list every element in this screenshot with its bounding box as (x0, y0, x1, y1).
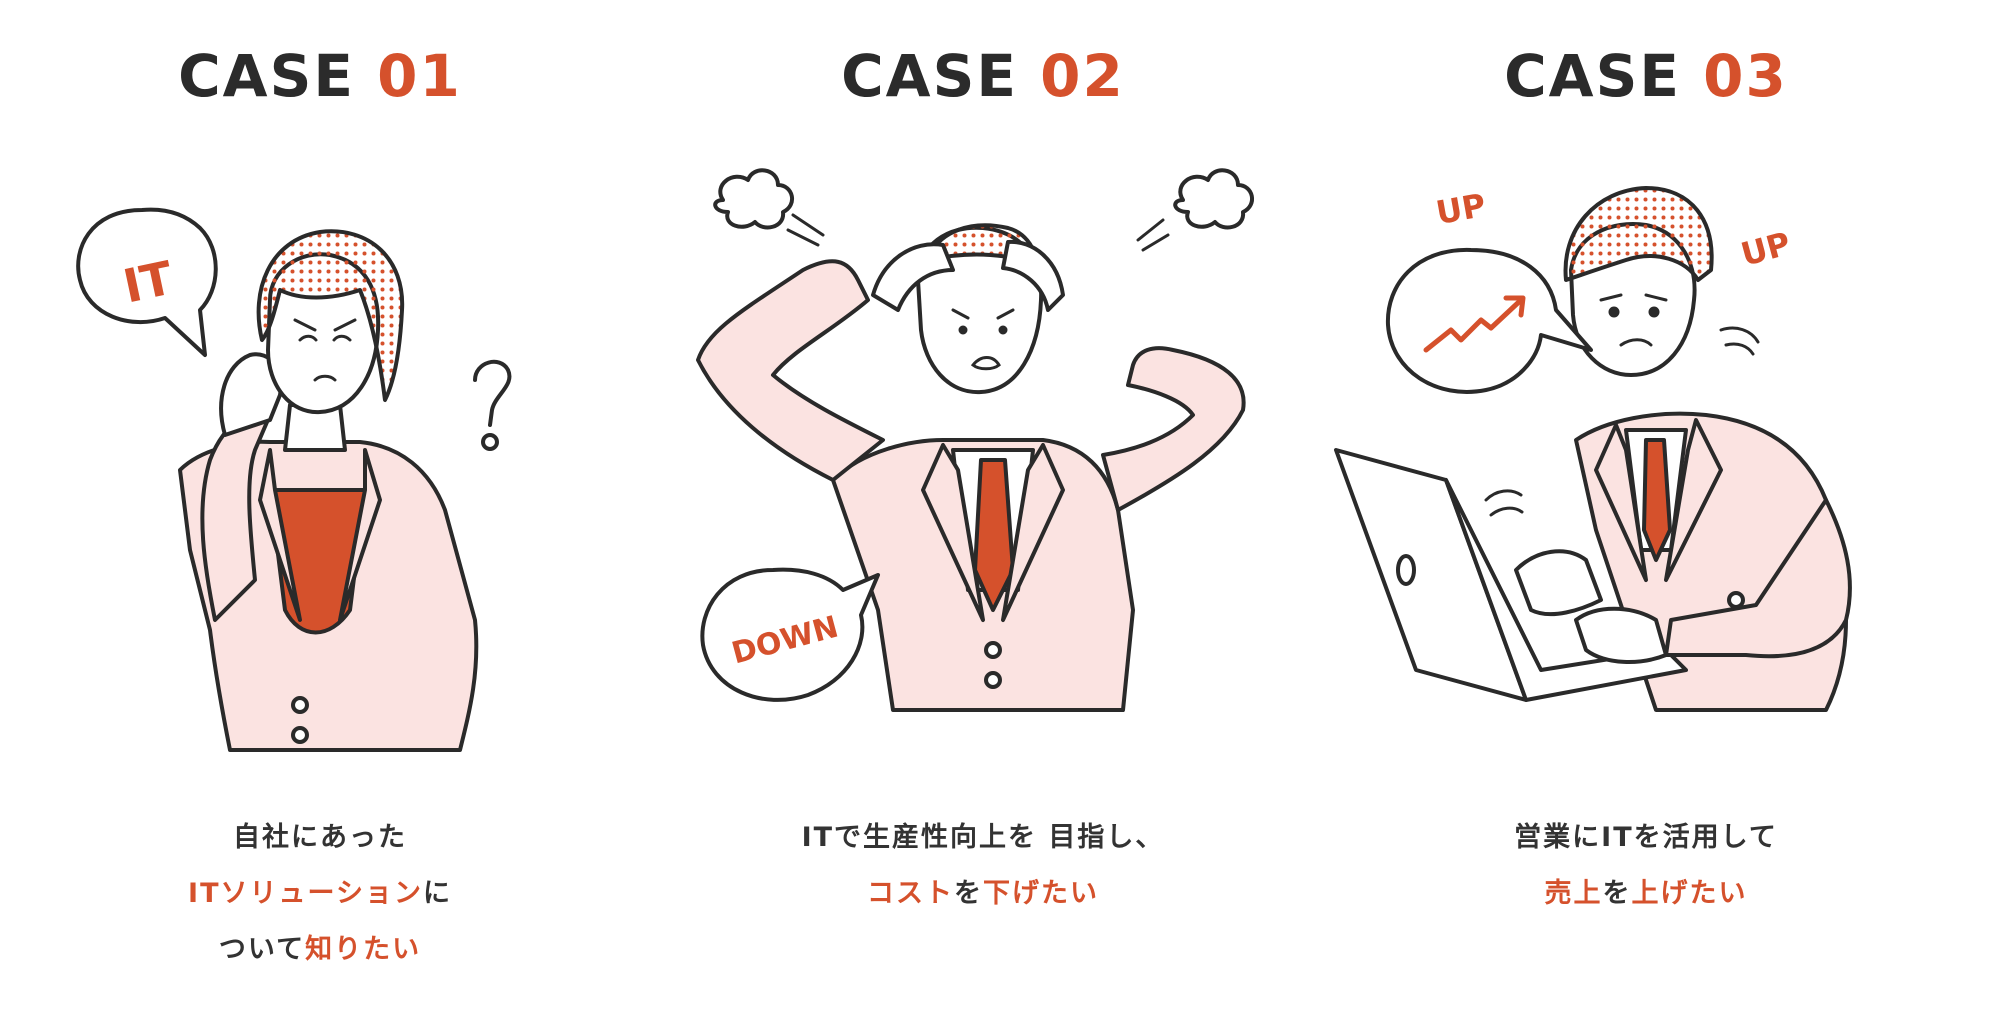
case-title: CASE 03 (1326, 36, 1966, 116)
speech-bubble (76, 207, 218, 357)
tie (973, 458, 1015, 612)
laptop (1334, 448, 1528, 702)
caption-highlight: 知りたい (305, 934, 422, 965)
case-label: CASE (1504, 42, 1681, 110)
caption-text: 営業にITを活用して (1514, 822, 1778, 853)
caption-line: 売上を上げたい (1326, 866, 1966, 922)
case-title: CASE 02 (663, 36, 1303, 116)
case-02-illustration: DOWN (696, 168, 1254, 712)
bubble-text: IT (119, 250, 178, 313)
caption-text: に (422, 878, 452, 909)
caption-text: ITで生産性向上を 目指し、 (801, 822, 1165, 853)
case-caption: ITで生産性向上を 目指し、コストを下げたい (663, 810, 1303, 922)
caption-highlight: 下げたい (983, 878, 1099, 909)
case-label: CASE (178, 42, 355, 110)
caption-line: ITで生産性向上を 目指し、 (663, 810, 1303, 866)
caption-line: コストを下げたい (663, 866, 1303, 922)
case-01-illustration: IT (76, 207, 512, 752)
caption-highlight: コスト (867, 878, 954, 909)
case-title: CASE 01 (0, 36, 640, 116)
caption-text: を (1602, 878, 1632, 909)
tie (1642, 438, 1672, 562)
case-card-02: CASE 02 (663, 0, 1303, 1030)
steam-cloud-icon (1173, 168, 1254, 230)
case-number: 03 (1703, 42, 1788, 110)
question-icon (473, 359, 512, 451)
speech-bubble (700, 567, 880, 702)
steam-cloud-icon (713, 168, 794, 230)
caption-line: ITソリューションに (0, 866, 640, 922)
caption-line: 営業にITを活用して (1326, 810, 1966, 866)
case-number: 02 (1040, 42, 1125, 110)
hair (1563, 186, 1714, 282)
case-number: 01 (377, 42, 462, 110)
caption-text: を (954, 878, 983, 909)
case-label: CASE (841, 42, 1018, 110)
bubble-text: UP (1433, 186, 1488, 232)
bubble-text-2: UP (1737, 224, 1795, 274)
case-caption: 営業にITを活用して売上を上げたい (1326, 810, 1966, 922)
caption-highlight: 上げたい (1631, 878, 1748, 909)
caption-highlight: ITソリューション (188, 878, 423, 909)
case-03-illustration: UP UP (1334, 186, 1852, 712)
speech-bubble (1385, 247, 1593, 394)
hair (256, 229, 405, 402)
case-card-03: CASE 03 (1326, 0, 1966, 1030)
caption-text: 自社にあった (233, 822, 407, 853)
caption-text: ついて (218, 934, 306, 965)
caption-line: ついて知りたい (0, 922, 640, 978)
case-card-01: CASE 01 (0, 0, 640, 1030)
caption-line: 自社にあった (0, 810, 640, 866)
caption-highlight: 売上 (1544, 878, 1603, 909)
trend-up-icon (1423, 295, 1526, 353)
